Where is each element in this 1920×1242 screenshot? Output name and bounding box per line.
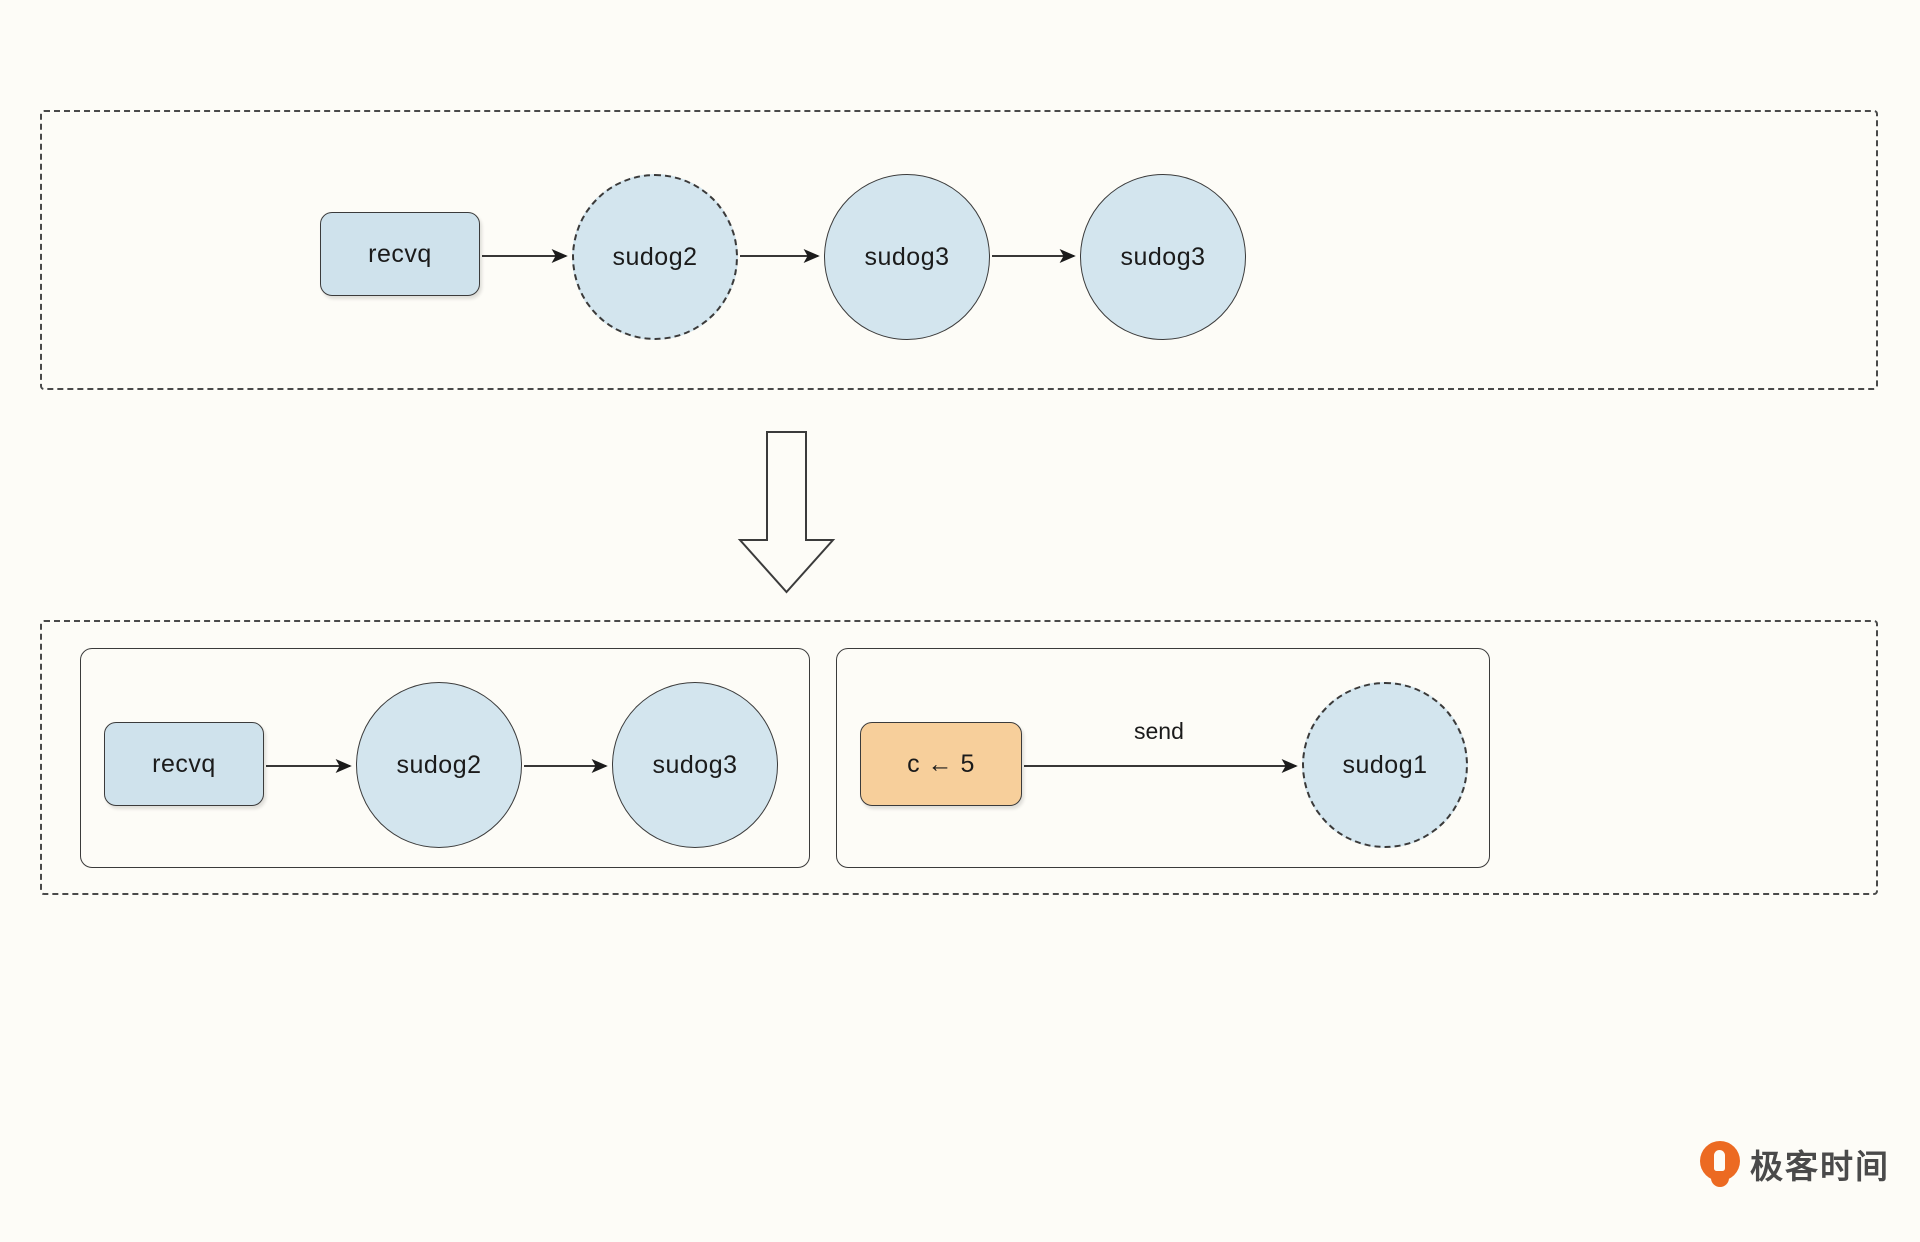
- geektime-pin-icon: [1700, 1141, 1740, 1187]
- bottom-state-panel: [40, 620, 1878, 895]
- watermark-text: 极客时间: [1750, 1147, 1890, 1186]
- node-sudog1[interactable]: sudog1: [1302, 682, 1468, 848]
- recv-group-box: [80, 648, 810, 868]
- send-group-box: [836, 648, 1490, 868]
- node-channel-assign[interactable]: c ← 5: [860, 722, 1022, 806]
- watermark: 极客时间: [1700, 1140, 1890, 1188]
- edge-label-send: send: [1134, 718, 1184, 744]
- node-sudog2-bottom[interactable]: sudog2: [356, 682, 522, 848]
- top-state-panel: [40, 110, 1878, 390]
- node-recvq-bottom[interactable]: recvq: [104, 722, 264, 806]
- node-sudog3-bottom[interactable]: sudog3: [612, 682, 778, 848]
- node-sudog2-top[interactable]: sudog2: [572, 174, 738, 340]
- node-recvq-top[interactable]: recvq: [320, 212, 480, 296]
- node-sudog3-a[interactable]: sudog3: [824, 174, 990, 340]
- node-sudog3-b[interactable]: sudog3: [1080, 174, 1246, 340]
- transition-arrow-icon: [737, 431, 836, 594]
